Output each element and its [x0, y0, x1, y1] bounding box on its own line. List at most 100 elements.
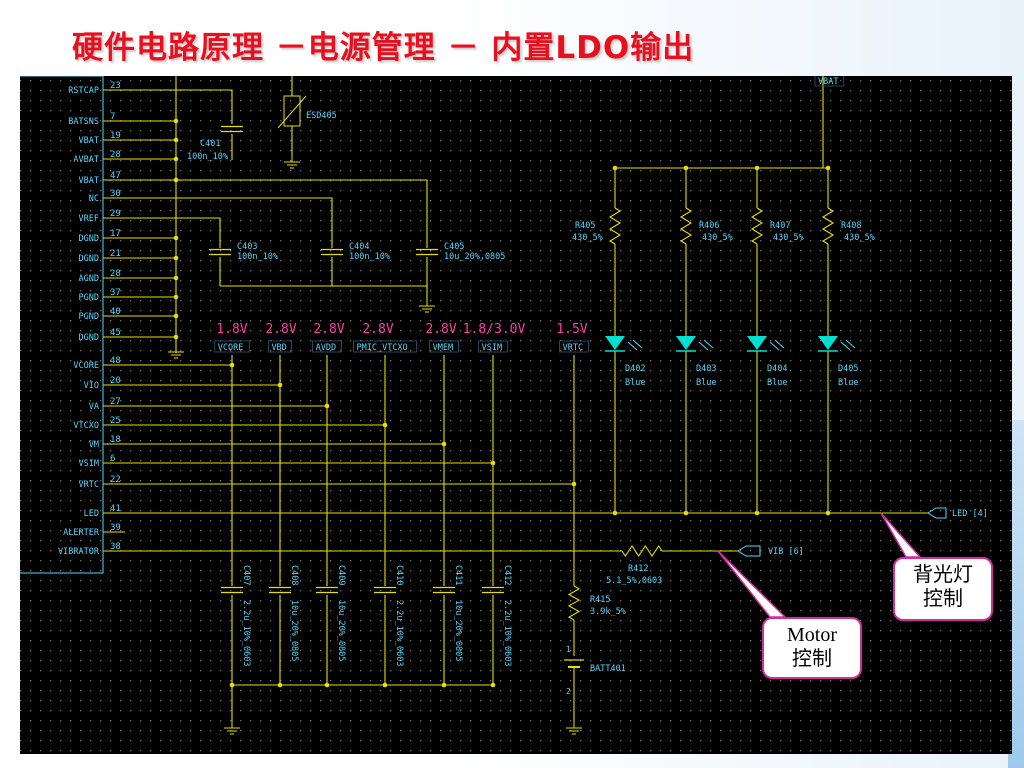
- vib-port-label: VIB [6]: [768, 547, 804, 557]
- voltage-label: 2.8V: [425, 322, 456, 337]
- led-resistor: [821, 207, 835, 245]
- backlight-callout: 背光灯 控制: [893, 557, 993, 621]
- pin-name: VSIM: [79, 459, 99, 469]
- pin-name: PGND: [79, 312, 99, 322]
- led-port-arrow: [927, 507, 947, 519]
- pin-name: VBAT: [79, 136, 99, 146]
- backlight-callout-line2: 控制: [923, 588, 963, 610]
- junction-dot: [173, 118, 179, 124]
- pin-name: VREF: [79, 214, 99, 224]
- junction-dot: [229, 362, 235, 368]
- vib-port-arrow: [737, 545, 761, 557]
- bottom-cap-val: 2.2u_10%_0603: [394, 600, 404, 667]
- pin-name: NC: [89, 194, 99, 204]
- junction-dot: [490, 682, 496, 688]
- pin-name: PGND: [79, 293, 99, 303]
- led-diode: [676, 336, 696, 350]
- pin-name: DGND: [79, 333, 99, 343]
- junction-dot: [173, 334, 179, 340]
- rail-net-label: VMEM: [433, 343, 453, 353]
- esd405-ref: ESD405: [306, 111, 337, 121]
- c405-val: 10u_20%,0805: [444, 252, 505, 262]
- led-resistor: [679, 207, 693, 245]
- led-ref: D402: [625, 364, 645, 374]
- rail-net-label: VCORE: [218, 343, 244, 353]
- junction-dot: [173, 137, 179, 143]
- led-resistor-val: 430_5%: [702, 233, 733, 243]
- voltage-label: 2.8V: [265, 322, 296, 337]
- net-label-box: [312, 340, 342, 353]
- voltage-label: 1.8V: [216, 322, 247, 337]
- bottom-cap-ref: C408: [289, 565, 299, 585]
- led-emission: [632, 339, 643, 349]
- junction-dot: [173, 177, 179, 183]
- voltage-label: 2.8V: [362, 322, 393, 337]
- led-ref: D404: [767, 364, 787, 374]
- pin-name: VA: [89, 402, 99, 412]
- c404-val: 100n_10%: [349, 252, 390, 262]
- junction-dot: [229, 682, 235, 688]
- led-emission: [703, 339, 714, 349]
- pin-name: DGND: [79, 234, 99, 244]
- pin-number: 19: [110, 131, 121, 141]
- pin-number: 25: [110, 416, 121, 426]
- pin-name: VCORE: [73, 361, 99, 371]
- led-resistor-ref: R406: [699, 221, 719, 231]
- pin-number: 27: [110, 397, 121, 407]
- led-diode: [747, 336, 767, 350]
- led-emission: [845, 339, 856, 349]
- pin-number: 38: [110, 542, 121, 552]
- pin-number: 30: [110, 189, 121, 199]
- junction-dot: [277, 382, 283, 388]
- pin-number: 39: [110, 523, 121, 533]
- led-port-label: LED [4]: [952, 509, 988, 519]
- pin-name: BATSNS: [68, 117, 99, 127]
- slide-title: 硬件电路原理 －电源管理 － 内置LDO输出: [72, 30, 695, 66]
- c405-ref: C405: [444, 242, 464, 252]
- pin-number: 18: [110, 435, 121, 445]
- rail-net-label: VBD: [271, 343, 286, 353]
- wire: [176, 179, 428, 248]
- pin-name: VIBRATOR: [58, 547, 100, 557]
- pin-name: RSTCAP: [68, 86, 99, 96]
- rail-net-label: VSIM: [482, 343, 502, 353]
- net-label-box: [268, 340, 292, 353]
- bottom-cap-ref: C411: [453, 565, 463, 585]
- slide-accent-bar: [1008, 420, 1024, 768]
- motor-callout: Motor 控制: [762, 617, 862, 679]
- motor-callout-line1: Motor: [787, 624, 837, 646]
- bottom-cap-ref: C409: [336, 565, 346, 585]
- junction-dot: [441, 682, 447, 688]
- junction-dot: [324, 403, 330, 409]
- led-emission: [840, 341, 851, 351]
- c401-val: 100n_10%: [187, 152, 228, 162]
- junction-dot: [382, 682, 388, 688]
- voltage-label: 1.5V: [556, 322, 587, 337]
- led-resistor: [608, 207, 622, 245]
- net-label-box: [429, 340, 459, 353]
- pin-number: 7: [110, 112, 115, 122]
- rail-net-label: PMIC_VTCXO: [357, 343, 408, 353]
- rail-net-label: AVDD: [316, 343, 336, 353]
- pin-number: 17: [110, 229, 121, 239]
- net-label-box: [214, 340, 250, 353]
- voltage-label: 1.8/3.0V: [463, 322, 526, 337]
- led-resistor-ref: R405: [575, 221, 595, 231]
- pin-name: VBAT: [79, 176, 99, 186]
- c404-ref: C404: [349, 242, 369, 252]
- junction-dot: [382, 422, 388, 428]
- bottom-cap-ref: C412: [502, 565, 512, 585]
- pin-name: VTCXO: [73, 421, 99, 431]
- r415-val: 3.9k_5%: [590, 607, 626, 617]
- junction-dot: [825, 165, 831, 171]
- led-resistor-ref: R407: [770, 221, 790, 231]
- junction-dot: [173, 255, 179, 261]
- led-ref: D403: [696, 364, 716, 374]
- net-label-box: [478, 340, 508, 353]
- bottom-cap-ref: C407: [241, 565, 251, 585]
- pin-number: 40: [110, 307, 121, 317]
- c401-ref: C401: [200, 139, 220, 149]
- r412-val: 5.1_5%,0603: [606, 576, 662, 586]
- rstcap-wire: [125, 89, 233, 124]
